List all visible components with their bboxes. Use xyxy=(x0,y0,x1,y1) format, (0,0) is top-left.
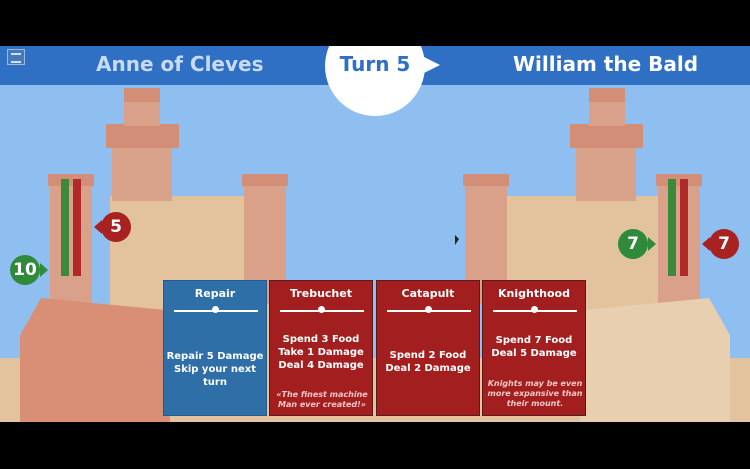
card-title: Catapult xyxy=(401,287,455,300)
card-effect-line: Spend 7 Food xyxy=(495,335,573,346)
card-effect-line: Deal 2 Damage xyxy=(385,363,471,374)
mouse-cursor-icon xyxy=(455,235,459,245)
left-castle-tower-left xyxy=(50,174,92,324)
left-castle-banner-red xyxy=(73,179,81,276)
card-divider-dot xyxy=(531,306,538,313)
left-castle-keep-spire-cap xyxy=(124,88,160,102)
left-castle-keep xyxy=(112,146,172,201)
card-effects: Spend 7 Food Deal 5 Damage xyxy=(483,334,585,360)
card-trebuchet[interactable]: Trebuchet Spend 3 Food Take 1 Damage Dea… xyxy=(269,280,373,416)
left-castle-keep-top xyxy=(106,124,179,148)
left-health-marker-tip xyxy=(40,263,48,277)
right-castle-tower-right xyxy=(658,174,700,324)
right-castle-keep xyxy=(576,146,636,201)
right-castle-keep-top xyxy=(570,124,643,148)
left-castle-front-wall xyxy=(20,298,170,422)
card-divider-dot xyxy=(212,306,219,313)
right-castle-tower-left-cap xyxy=(463,174,509,186)
right-castle-tower-right-cap xyxy=(656,174,702,186)
right-castle-banner-red xyxy=(680,179,688,276)
card-effects: Spend 3 Food Take 1 Damage Deal 4 Damage xyxy=(270,333,372,372)
player-left-name: Anne of Cleves xyxy=(96,52,264,76)
left-wall-marker: 5 xyxy=(101,212,131,242)
card-effect-line: Skip your next turn xyxy=(174,364,256,388)
right-wall-marker-tip xyxy=(702,237,710,251)
card-effect-line: Spend 2 Food xyxy=(389,350,467,361)
left-castle-tower-left-cap xyxy=(48,174,94,186)
card-title: Knighthood xyxy=(498,287,570,300)
menu-icon[interactable] xyxy=(7,49,25,65)
card-flavor-text: Knights may be even more expansive than … xyxy=(487,379,583,408)
right-wall-marker: 7 xyxy=(709,229,739,259)
turn-arrow-icon xyxy=(420,55,440,75)
card-effect-line: Spend 3 Food xyxy=(282,334,360,345)
right-castle-banner-green xyxy=(668,179,676,276)
card-knighthood[interactable]: Knighthood Spend 7 Food Deal 5 Damage Kn… xyxy=(482,280,586,416)
right-health-marker: 7 xyxy=(618,229,648,259)
card-effect-line: Repair 5 Damage xyxy=(166,351,264,362)
card-divider-dot xyxy=(318,306,325,313)
turn-label: Turn 5 xyxy=(339,52,411,76)
left-health-marker: 10 xyxy=(10,255,40,285)
card-effects: Repair 5 Damage Skip your next turn xyxy=(164,350,266,389)
card-effect-line: Deal 5 Damage xyxy=(491,348,577,359)
card-divider-dot xyxy=(425,306,432,313)
card-catapult[interactable]: Catapult Spend 2 Food Deal 2 Damage xyxy=(376,280,480,416)
game-stage: 5 10 7 7 Anne of Cleves William the Bald… xyxy=(0,46,750,422)
card-effect-line: Deal 4 Damage xyxy=(278,360,364,371)
left-wall-marker-tip xyxy=(94,220,102,234)
card-repair[interactable]: Repair Repair 5 Damage Skip your next tu… xyxy=(163,280,267,416)
card-flavor-text: «The finest machine Man ever created!» xyxy=(276,390,368,409)
right-castle-front-wall xyxy=(580,298,730,422)
card-effect-line: Take 1 Damage xyxy=(278,347,364,358)
card-title: Trebuchet xyxy=(290,287,352,300)
right-castle-keep-spire-cap xyxy=(589,88,625,102)
left-castle-tower-right-cap xyxy=(242,174,288,186)
left-castle-banner-green xyxy=(61,179,69,276)
card-title: Repair xyxy=(194,287,236,300)
right-health-marker-tip xyxy=(648,237,656,251)
player-right-name: William the Bald xyxy=(513,52,699,76)
card-effects: Spend 2 Food Deal 2 Damage xyxy=(377,349,479,375)
